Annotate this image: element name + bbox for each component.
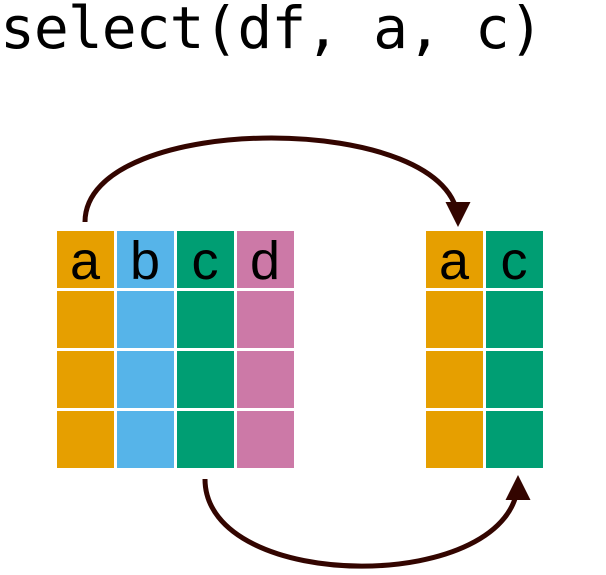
column-label-d: d xyxy=(250,231,280,291)
cell-c xyxy=(177,351,234,408)
cell-a xyxy=(426,411,483,468)
cell-c xyxy=(486,351,543,408)
column-label-a: a xyxy=(70,231,101,291)
cell-a xyxy=(57,291,114,348)
header-cell-a xyxy=(426,231,483,288)
header-cell-d xyxy=(237,231,294,288)
cell-b xyxy=(117,291,174,348)
header-cell-c xyxy=(177,231,234,288)
column-label-c: c xyxy=(501,231,528,291)
cell-b xyxy=(117,411,174,468)
cell-c xyxy=(177,411,234,468)
cell-c xyxy=(177,291,234,348)
header-cell-c xyxy=(486,231,543,288)
column-label-b: b xyxy=(130,231,160,291)
cell-b xyxy=(117,351,174,408)
header-cell-b xyxy=(117,231,174,288)
header-cell-a xyxy=(57,231,114,288)
cell-d xyxy=(237,351,294,408)
cell-c xyxy=(486,291,543,348)
cell-a xyxy=(57,411,114,468)
column-label-c: c xyxy=(192,231,219,291)
column-label-a: a xyxy=(439,231,470,291)
cell-d xyxy=(237,411,294,468)
function-call-title: select(df, a, c) xyxy=(0,0,544,62)
cell-d xyxy=(237,291,294,348)
cell-c xyxy=(486,411,543,468)
cell-a xyxy=(426,291,483,348)
cell-a xyxy=(426,351,483,408)
cell-a xyxy=(57,351,114,408)
arrow-column-c xyxy=(202,475,531,569)
arrow-column-a xyxy=(82,135,471,227)
